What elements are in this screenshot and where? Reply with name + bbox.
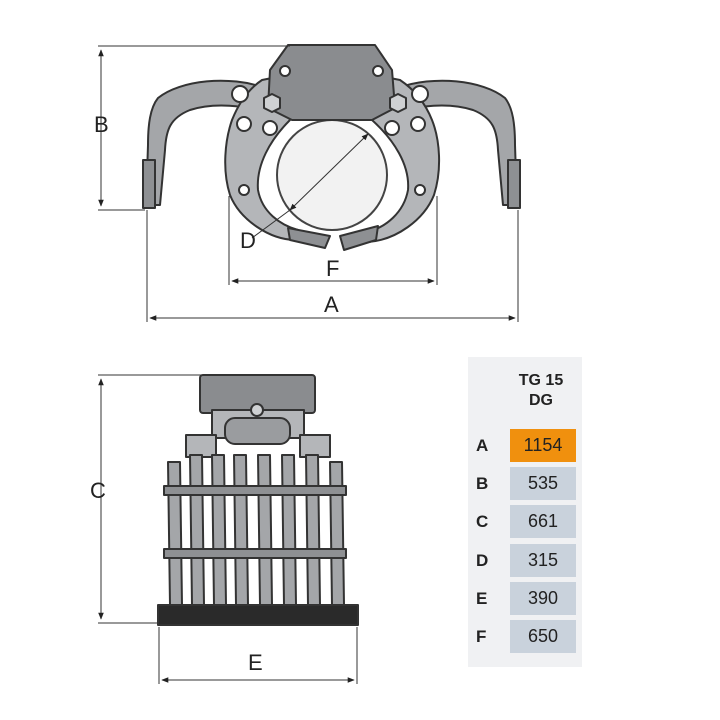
table-row: F 650	[468, 620, 582, 653]
row-value: 1154	[510, 429, 576, 462]
dim-line-D	[289, 133, 369, 211]
front-view	[142, 44, 521, 251]
side-bottom-bar	[157, 604, 359, 626]
table-row: A 1154	[468, 429, 582, 462]
row-key: B	[476, 474, 489, 493]
row-key: F	[476, 627, 487, 646]
table-row: C 661	[468, 505, 582, 538]
label-F: F	[326, 256, 339, 281]
hex-nut-right	[389, 93, 407, 113]
jaw-tip-left	[287, 227, 331, 249]
side-view	[157, 374, 359, 626]
label-B: B	[94, 112, 109, 137]
right-tip	[507, 159, 521, 209]
left-tip	[142, 159, 156, 209]
table-row: E 390	[468, 582, 582, 615]
label-C: C	[90, 478, 106, 503]
rotator-head	[267, 44, 396, 121]
label-E: E	[248, 650, 263, 675]
spec-table-header: TG 15 DG	[518, 372, 564, 409]
row-key: A	[476, 436, 489, 455]
row-value: 315	[510, 544, 576, 577]
spec-table: TG 15 DG A 1154 B 535 C 661 D 315 E 390 …	[468, 357, 582, 667]
hex-nut-left	[263, 93, 281, 113]
jaw-tip-right	[339, 225, 379, 251]
log-circle	[276, 119, 388, 231]
row-value: 650	[510, 620, 576, 653]
label-D: D	[240, 228, 256, 253]
label-A: A	[324, 292, 339, 317]
row-value: 661	[510, 505, 576, 538]
row-value: 535	[510, 467, 576, 500]
table-row: B 535	[468, 467, 582, 500]
row-value: 390	[510, 582, 576, 615]
row-key: D	[476, 551, 489, 570]
row-key: C	[476, 512, 489, 531]
row-key: E	[476, 589, 488, 608]
table-row: D 315	[468, 544, 582, 577]
